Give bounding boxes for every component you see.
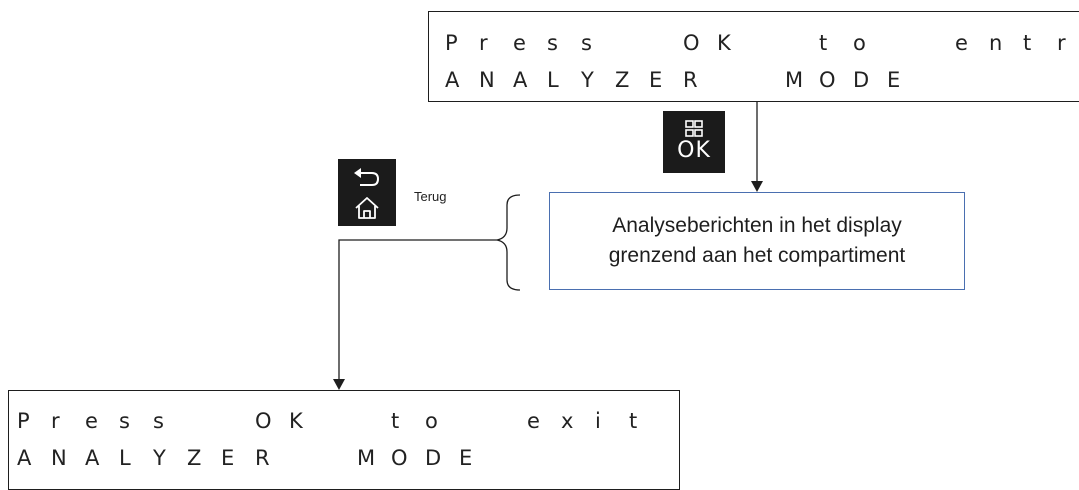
display-char: i bbox=[595, 409, 601, 433]
display-char: e bbox=[85, 409, 98, 433]
display-char bbox=[493, 406, 527, 436]
display-char: Y bbox=[153, 446, 166, 470]
display-char bbox=[887, 28, 921, 58]
display-char: t bbox=[1023, 31, 1032, 55]
display-char: E bbox=[221, 446, 235, 470]
display-char bbox=[289, 443, 323, 473]
display-char: A bbox=[85, 446, 100, 470]
display-char: r bbox=[1057, 31, 1066, 55]
display-char: L bbox=[547, 68, 559, 92]
display-char bbox=[221, 406, 255, 436]
display-char: s bbox=[119, 409, 130, 433]
display-char: n bbox=[989, 31, 1003, 55]
ok-button[interactable]: OK bbox=[663, 111, 725, 173]
display-char: s bbox=[153, 409, 164, 433]
display-char: N bbox=[479, 68, 495, 92]
connector-lines bbox=[333, 102, 763, 390]
display-char: e bbox=[527, 409, 540, 433]
display-char: O bbox=[683, 31, 700, 55]
display-char: P bbox=[445, 31, 458, 55]
display-char: Z bbox=[615, 68, 630, 92]
display-char bbox=[649, 28, 683, 58]
display-char: N bbox=[51, 446, 67, 470]
display-char: r bbox=[479, 31, 488, 55]
display-char: o bbox=[425, 409, 438, 433]
display-char: o bbox=[853, 31, 866, 55]
display-char bbox=[921, 28, 955, 58]
display-char: t bbox=[391, 409, 400, 433]
display-char bbox=[323, 406, 357, 436]
display-char: x bbox=[561, 409, 574, 433]
display-char: D bbox=[425, 446, 442, 470]
display-char: O bbox=[819, 68, 836, 92]
display-char: P bbox=[17, 409, 30, 433]
display-char bbox=[459, 406, 493, 436]
display-char: e bbox=[955, 31, 968, 55]
display-char: E bbox=[887, 68, 901, 92]
display-char: E bbox=[649, 68, 663, 92]
connector-brace-to-bottom bbox=[338, 239, 497, 381]
display-char bbox=[615, 28, 649, 58]
display-char bbox=[357, 406, 391, 436]
display-char: O bbox=[391, 446, 408, 470]
display-char bbox=[751, 65, 785, 95]
display-char: t bbox=[629, 409, 638, 433]
display-char: D bbox=[853, 68, 870, 92]
analyzer-message-box: Analyseberichten in het display grenzend… bbox=[549, 192, 965, 290]
display-char: r bbox=[51, 409, 60, 433]
curly-brace bbox=[496, 194, 521, 291]
back-label: Terug bbox=[414, 189, 447, 204]
display-char: M bbox=[785, 68, 804, 92]
display-char: Y bbox=[581, 68, 594, 92]
display-char: A bbox=[17, 446, 32, 470]
display-char: e bbox=[513, 31, 526, 55]
display-char: M bbox=[357, 446, 376, 470]
display-char bbox=[785, 28, 819, 58]
display-char bbox=[751, 28, 785, 58]
message-line2: grenzend aan het compartiment bbox=[608, 244, 906, 267]
display-char bbox=[717, 65, 751, 95]
home-icon bbox=[355, 197, 379, 219]
display-char bbox=[323, 443, 357, 473]
display-char: L bbox=[119, 446, 131, 470]
arrow-head-to-bottom bbox=[333, 379, 345, 390]
message-line1: Analyseberichten in het display bbox=[612, 214, 902, 237]
display-char: s bbox=[547, 31, 558, 55]
display-char: Z bbox=[187, 446, 202, 470]
grid-icon bbox=[685, 120, 703, 137]
display-char: s bbox=[581, 31, 592, 55]
display-char: A bbox=[445, 68, 460, 92]
ok-label: OK bbox=[677, 138, 711, 163]
display-char: R bbox=[255, 446, 270, 470]
display-char: K bbox=[289, 409, 303, 433]
display-char: K bbox=[717, 31, 731, 55]
display-char: O bbox=[255, 409, 272, 433]
display-char: t bbox=[819, 31, 828, 55]
display-char: R bbox=[683, 68, 698, 92]
arrow-head-to-box bbox=[751, 181, 763, 192]
display-char: E bbox=[459, 446, 473, 470]
display-char bbox=[187, 406, 221, 436]
back-home-button[interactable] bbox=[338, 159, 396, 226]
display-char: A bbox=[513, 68, 528, 92]
back-arrow-icon bbox=[354, 168, 380, 186]
